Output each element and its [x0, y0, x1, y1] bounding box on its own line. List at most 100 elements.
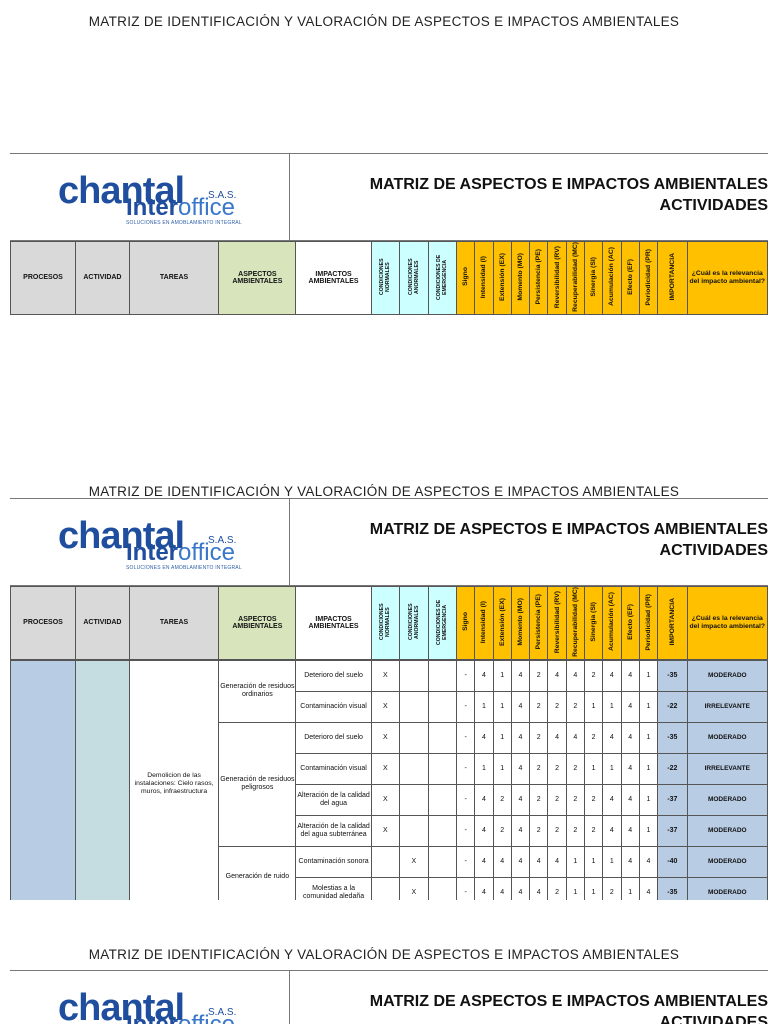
- col-actividad: ACTIVIDAD: [75, 241, 130, 315]
- value-cell: 4: [510, 659, 531, 692]
- col-relevancia: ¿Cuál es la relevancia del impacto ambie…: [686, 586, 768, 660]
- value-cell: 2: [565, 752, 585, 785]
- value-cell: 4: [620, 814, 640, 847]
- page-title: MATRIZ DE IDENTIFICACIÓN Y VALORACIÓN DE…: [88, 947, 680, 959]
- col-signo: Signo: [455, 586, 476, 660]
- value-cell: 2: [583, 721, 604, 754]
- relevancia-cell: MODERADO: [686, 845, 768, 878]
- col-cond-emergencia: CONDICIONES DE EMERGENCIA: [427, 241, 457, 315]
- col-intensidad: Intensidad (I): [474, 586, 494, 660]
- col-cond-anormales: CONDICIONES ANORMALES: [399, 241, 429, 315]
- col-procesos: PROCESOS: [10, 241, 77, 315]
- value-cell: 4: [474, 721, 494, 754]
- col-relevancia: ¿Cuál es la relevancia del impacto ambie…: [686, 241, 768, 315]
- value-cell: 2: [529, 814, 549, 847]
- impacto-cell: Alteración de la calidad del agua: [295, 783, 372, 816]
- value-cell: 2: [583, 814, 604, 847]
- value-cell: 1: [565, 876, 585, 900]
- signo-cell: -: [455, 752, 476, 785]
- col-reversibilidad: Reversibilidad (RV): [547, 241, 567, 315]
- value-cell: 4: [474, 659, 494, 692]
- value-cell: 1: [602, 752, 622, 785]
- cond-normal-cell: [370, 845, 401, 878]
- proceso-cell: [10, 659, 77, 900]
- cond-normal-cell: X: [370, 814, 401, 847]
- page-title: MATRIZ DE IDENTIFICACIÓN Y VALORACIÓN DE…: [88, 484, 680, 496]
- value-cell: 1: [602, 690, 622, 723]
- value-cell: 1: [638, 752, 659, 785]
- impacto-cell: Deterioro del suelo: [295, 659, 372, 692]
- value-cell: 2: [602, 876, 622, 900]
- importancia-cell: -22: [657, 752, 688, 785]
- value-cell: 2: [529, 659, 549, 692]
- cond-anormal-cell: [399, 721, 429, 754]
- table-row: Alteración de la calidad del agua subter…: [11, 814, 768, 847]
- col-actividad: ACTIVIDAD: [75, 586, 130, 660]
- relevancia-cell: IRRELEVANTE: [686, 690, 768, 723]
- importancia-cell: -35: [657, 659, 688, 692]
- cond-emergencia-cell: [427, 814, 457, 847]
- col-cond-normales: CONDICIONES NORMALES: [370, 241, 401, 315]
- relevancia-cell: MODERADO: [686, 783, 768, 816]
- cond-anormal-cell: [399, 659, 429, 692]
- value-cell: 4: [510, 690, 531, 723]
- value-cell: 2: [492, 814, 512, 847]
- value-cell: 4: [529, 845, 549, 878]
- value-cell: 4: [510, 845, 531, 878]
- value-cell: 2: [529, 690, 549, 723]
- value-cell: 2: [565, 783, 585, 816]
- matrix-title: MATRIZ DE ASPECTOS E IMPACTOS AMBIENTALE…: [369, 176, 768, 214]
- value-cell: 4: [492, 876, 512, 900]
- relevancia-cell: MODERADO: [686, 721, 768, 754]
- value-cell: 2: [583, 783, 604, 816]
- cond-anormal-cell: [399, 783, 429, 816]
- value-cell: 1: [492, 721, 512, 754]
- value-cell: 4: [620, 721, 640, 754]
- value-cell: 2: [547, 876, 567, 900]
- cond-emergencia-cell: [427, 721, 457, 754]
- signo-cell: -: [455, 783, 476, 816]
- col-sinergia: Sinergia (SI): [583, 586, 604, 660]
- signo-cell: -: [455, 814, 476, 847]
- signo-cell: -: [455, 876, 476, 900]
- matrix-title: MATRIZ DE ASPECTOS E IMPACTOS AMBIENTALE…: [369, 993, 768, 1024]
- impacto-cell: Deterioro del suelo: [295, 721, 372, 754]
- cond-emergencia-cell: [427, 690, 457, 723]
- table-row: Demolicion de las instalaciones: Cielo r…: [10, 659, 768, 900]
- cond-normal-cell: [370, 876, 401, 900]
- value-cell: 4: [510, 721, 531, 754]
- value-cell: 1: [492, 659, 512, 692]
- value-cell: 4: [638, 845, 659, 878]
- company-logo: chantal S.A.S. Interoffice SOLUCIONES EN…: [58, 987, 237, 1024]
- col-efecto: Efecto (EF): [620, 241, 640, 315]
- impacto-cell: Contaminación sonora: [295, 845, 372, 878]
- cond-emergencia-cell: [427, 752, 457, 785]
- cond-anormal-cell: [399, 752, 429, 785]
- matrix-header: chantal S.A.S. Interoffice SOLUCIONES EN…: [10, 498, 768, 586]
- col-aspectos: ASPECTOS AMBIENTALES: [218, 241, 297, 315]
- value-cell: 4: [492, 845, 512, 878]
- aspecto-cell: Generación de residuos peligrosos: [218, 721, 297, 847]
- value-cell: 2: [529, 783, 549, 816]
- value-cell: 4: [474, 783, 494, 816]
- cond-anormal-cell: [399, 690, 429, 723]
- col-efecto: Efecto (EF): [620, 586, 640, 660]
- col-intensidad: Intensidad (I): [474, 241, 494, 315]
- logo-box: chantal S.A.S. Interoffice SOLUCIONES EN…: [10, 499, 290, 585]
- value-cell: 1: [583, 876, 604, 900]
- col-impactos: IMPACTOS AMBIENTALES: [295, 241, 372, 315]
- matrix-title: MATRIZ DE ASPECTOS E IMPACTOS AMBIENTALE…: [369, 521, 768, 559]
- matrix-section-3: chantal S.A.S. Interoffice SOLUCIONES EN…: [10, 970, 768, 1024]
- col-cond-emergencia: CONDICIONES DE EMERGENCIA: [427, 586, 457, 660]
- signo-cell: -: [455, 659, 476, 692]
- logo-box: chantal S.A.S. Interoffice SOLUCIONES EN…: [10, 154, 290, 240]
- col-momento: Momento (MO): [510, 586, 531, 660]
- company-logo: chantal S.A.S. Interoffice SOLUCIONES EN…: [58, 170, 242, 226]
- value-cell: 4: [510, 876, 531, 900]
- cond-normal-cell: X: [370, 690, 401, 723]
- col-cond-anormales: CONDICIONES ANORMALES: [399, 586, 429, 660]
- value-cell: 2: [565, 814, 585, 847]
